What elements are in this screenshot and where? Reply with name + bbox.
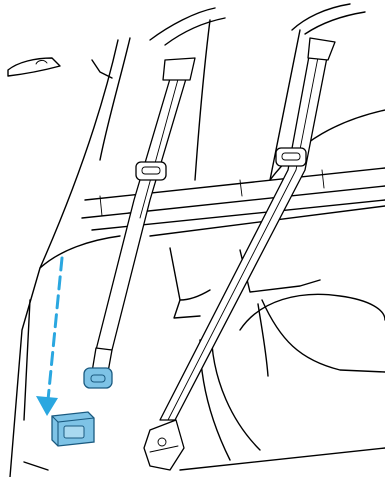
vehicle-body-outline (8, 4, 385, 477)
right-seatbelt-webbing (160, 38, 335, 420)
dashed-arrow-icon (36, 258, 62, 416)
left-belt-tongue (84, 348, 112, 388)
buckle-receptacle (52, 412, 94, 446)
left-belt-adjuster (136, 162, 166, 180)
floor-anchor-plate (144, 420, 184, 470)
left-seatbelt-webbing (96, 58, 195, 350)
right-belt-adjuster (276, 148, 306, 166)
